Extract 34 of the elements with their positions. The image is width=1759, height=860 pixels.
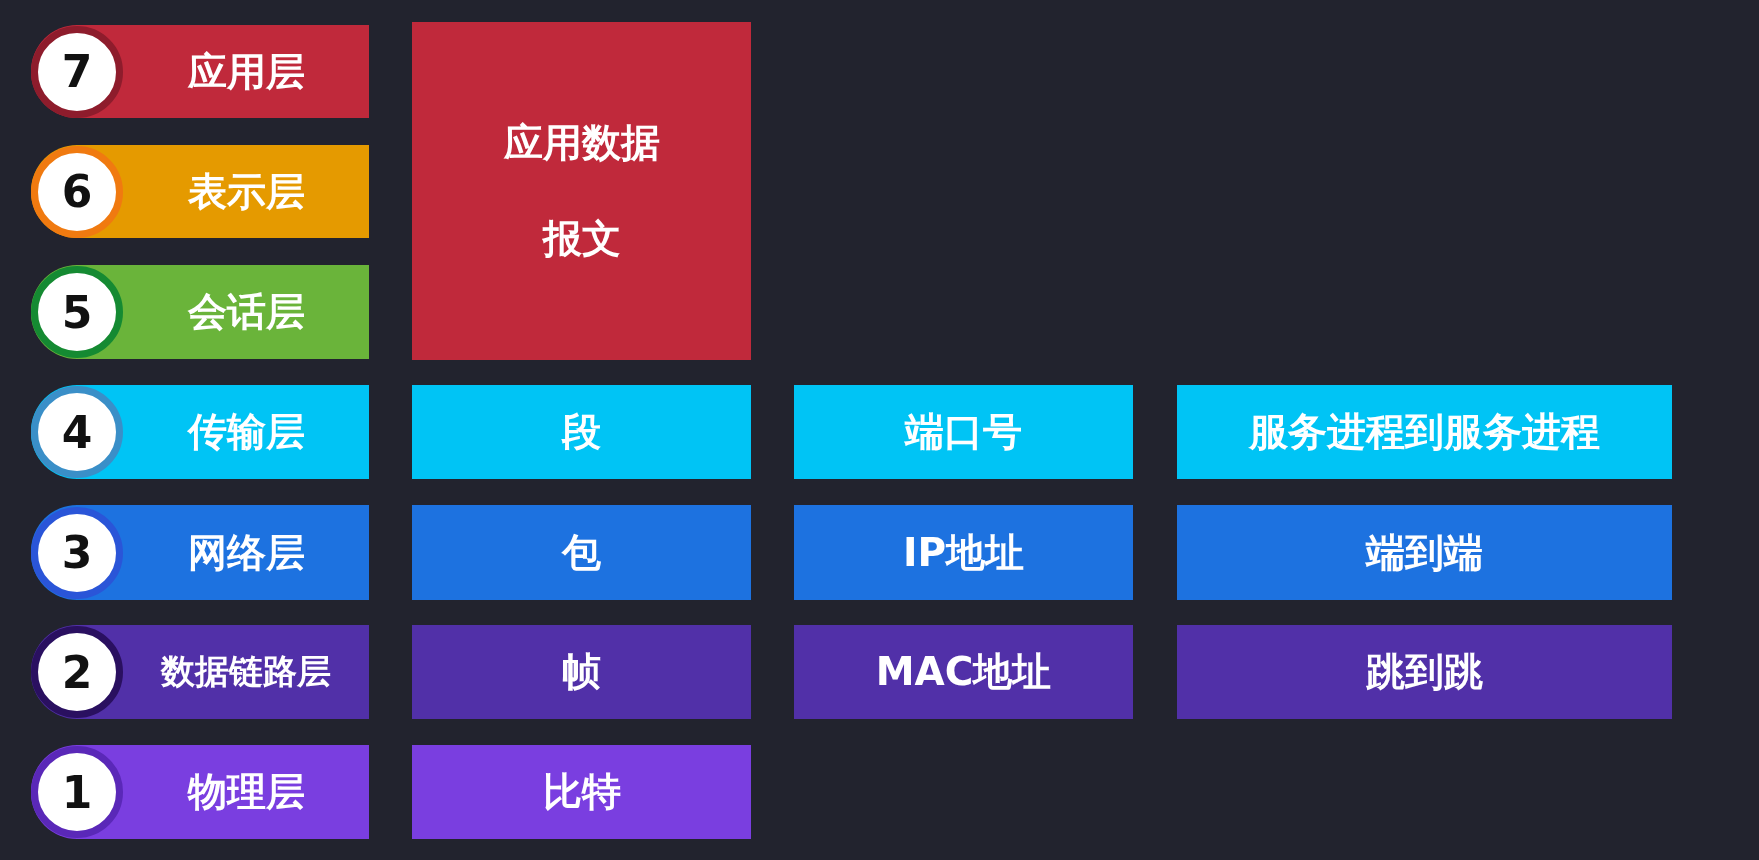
data-unit-label: 应用数据 — [503, 119, 660, 167]
scope-cell: 服务进程到服务进程 — [1177, 385, 1672, 479]
layer-bar — [31, 385, 369, 479]
layer-name: 数据链路层 — [159, 650, 332, 693]
layer-name: 传输层 — [186, 408, 306, 456]
layer-number: 5 — [31, 266, 123, 358]
data-unit-label: 报文 — [542, 215, 621, 263]
layer-name: 会话层 — [186, 288, 306, 336]
layer-bar — [31, 25, 369, 118]
layer-name: 应用层 — [186, 47, 306, 96]
data-unit-cell: 帧 — [412, 625, 751, 719]
data-unit-cell: 段 — [412, 385, 751, 479]
data-unit-cell: 包 — [412, 505, 751, 600]
layer-name: 网络层 — [186, 528, 306, 577]
layer-number: 4 — [31, 386, 123, 478]
address-cell: 端口号 — [794, 385, 1133, 479]
data-unit-cell: 比特 — [412, 745, 751, 839]
layer-name: 物理层 — [186, 768, 306, 816]
layer-name: 表示层 — [186, 167, 306, 216]
layer-number: 6 — [31, 145, 123, 238]
layer-bar — [31, 745, 369, 839]
layer-number: 3 — [31, 506, 123, 599]
layer-bar — [31, 625, 369, 719]
address-cell: IP地址 — [794, 505, 1133, 600]
address-cell: MAC地址 — [794, 625, 1133, 719]
layer-bar — [31, 145, 369, 238]
layer-bar — [31, 265, 369, 359]
data-unit-box — [412, 22, 751, 360]
scope-cell: 跳到跳 — [1177, 625, 1672, 719]
scope-cell: 端到端 — [1177, 505, 1672, 600]
layer-bar — [31, 505, 369, 600]
layer-number: 1 — [31, 746, 123, 838]
layer-number: 7 — [31, 25, 123, 118]
layer-number: 2 — [31, 626, 123, 718]
